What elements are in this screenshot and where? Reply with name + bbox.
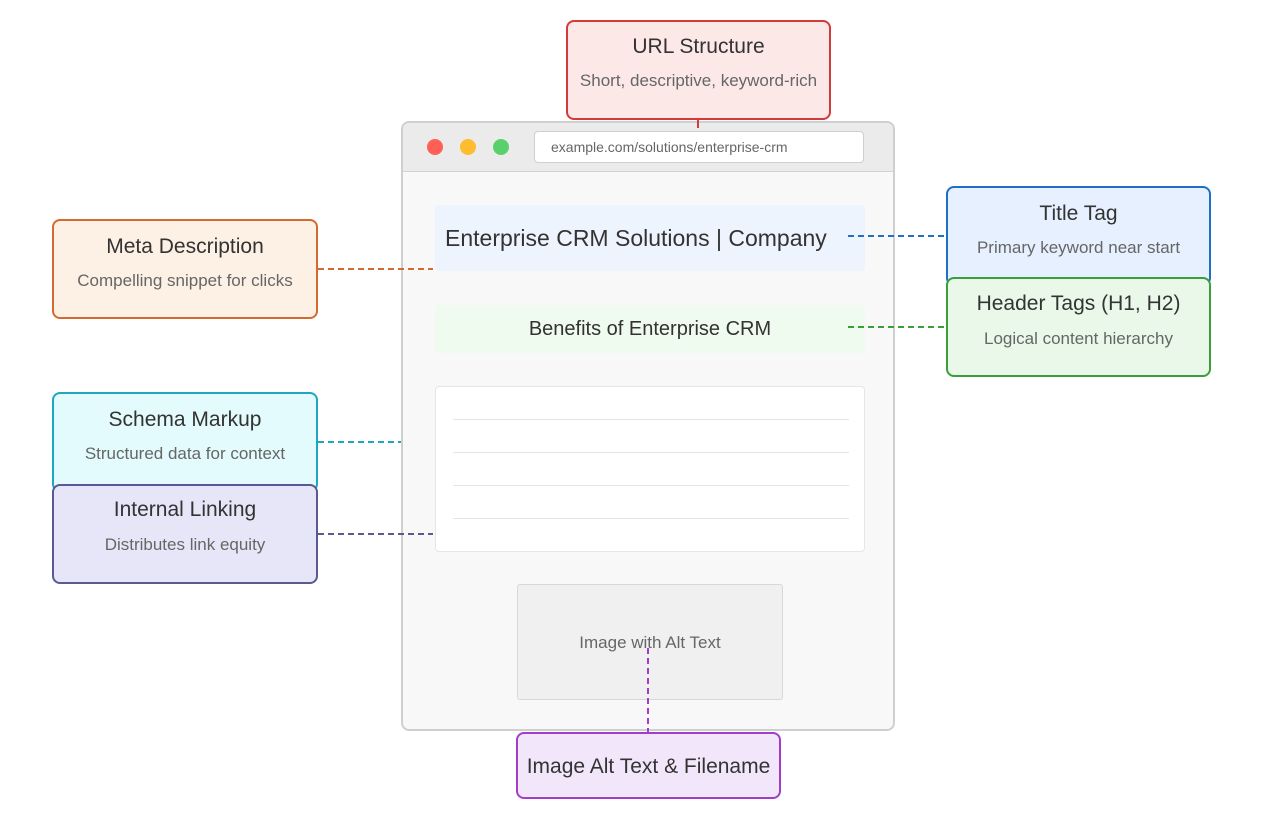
content-line (453, 419, 849, 420)
callout-subtitle: Short, descriptive, keyword-rich (579, 71, 818, 90)
callout-title: Title Tag (1039, 202, 1118, 225)
callout-header-tags: Header Tags (H1, H2) Logical content hie… (946, 277, 1211, 377)
url-bar: example.com/solutions/enterprise-crm (534, 131, 864, 163)
callout-title-tag: Title Tag Primary keyword near start (946, 186, 1211, 286)
callout-url-structure: URL Structure Short, descriptive, keywor… (566, 20, 831, 120)
browser-window: example.com/solutions/enterprise-crm Ent… (401, 121, 895, 731)
callout-title: URL Structure (632, 35, 765, 58)
content-line (453, 452, 849, 453)
callout-subtitle: Logical content hierarchy (983, 329, 1173, 348)
callout-subtitle: Primary keyword near start (976, 238, 1181, 257)
image-placeholder: Image with Alt Text (517, 584, 783, 700)
content-line (453, 518, 849, 519)
close-dot-icon (427, 139, 443, 155)
maximize-dot-icon (493, 139, 509, 155)
minimize-dot-icon (460, 139, 476, 155)
browser-titlebar: example.com/solutions/enterprise-crm (403, 123, 893, 172)
callout-title: Image Alt Text & Filename (526, 755, 771, 778)
callout-subtitle: Structured data for context (84, 444, 286, 463)
callout-title: Meta Description (106, 235, 264, 258)
callout-subtitle: Compelling snippet for clicks (77, 271, 293, 290)
content-line (453, 485, 849, 486)
callout-subtitle: Distributes link equity (104, 535, 266, 554)
callout-internal-linking: Internal Linking Distributes link equity (52, 484, 318, 584)
content-block (435, 386, 865, 552)
callout-title: Header Tags (H1, H2) (976, 292, 1181, 315)
callout-image-alt-text: Image Alt Text & Filename (516, 732, 781, 799)
callout-title: Schema Markup (108, 408, 262, 431)
page-title-block: Enterprise CRM Solutions | Company (435, 205, 865, 271)
page-heading-block: Benefits of Enterprise CRM (435, 305, 865, 353)
callout-meta-description: Meta Description Compelling snippet for … (52, 219, 318, 319)
callout-title: Internal Linking (113, 498, 257, 521)
callout-schema-markup: Schema Markup Structured data for contex… (52, 392, 318, 492)
